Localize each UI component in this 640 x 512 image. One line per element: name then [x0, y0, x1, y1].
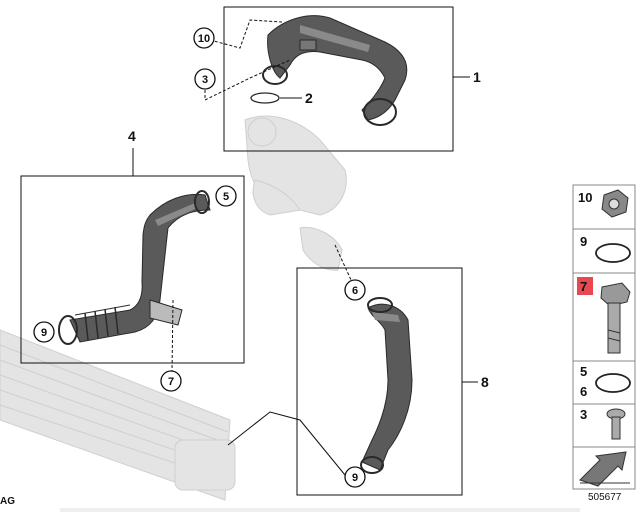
intercooler-ghost [0, 329, 236, 501]
nut-icon [601, 189, 629, 218]
turbo-ghost [244, 115, 347, 271]
callout-5-text: 5 [223, 191, 229, 203]
box-hose-upper [223, 6, 454, 152]
legend-label-9: 9 [580, 234, 587, 249]
callout-9-left-text: 9 [41, 327, 47, 339]
hose-left-illustration [58, 190, 211, 345]
legend-label-6: 6 [580, 384, 587, 399]
callout-6 [344, 279, 366, 301]
legend-label-3: 3 [580, 407, 587, 422]
o-ring-icon [595, 243, 631, 263]
legend-label-5: 5 [580, 364, 587, 379]
callout-10-text: 10 [198, 33, 210, 45]
diagram-id: 505677 [588, 492, 622, 503]
seal-ring-2 [250, 92, 280, 104]
legend-column: 10 9 7 5 6 3 [572, 184, 636, 490]
label-8: 8 [481, 374, 489, 390]
callout-10 [193, 27, 215, 49]
callout-7 [160, 370, 182, 392]
bottom-strip [60, 508, 580, 512]
legend-label-10: 10 [578, 190, 592, 205]
callout-3 [194, 68, 216, 90]
callout-9-right-text: 9 [352, 472, 358, 484]
hose-upper-illustration [262, 15, 408, 126]
callout-7-text: 7 [168, 376, 174, 388]
corner-text: AG [0, 496, 15, 507]
legend-highlight-7 [577, 277, 593, 295]
callout-9-right [344, 466, 366, 488]
label-4: 4 [128, 128, 136, 144]
arrow-icon [579, 451, 630, 487]
legend-cell-9[interactable] [572, 228, 636, 274]
label-1: 1 [473, 69, 481, 85]
hose-right-illustration [360, 297, 413, 474]
seal-ring-icon [595, 373, 631, 393]
callout-6-text: 6 [352, 285, 358, 297]
label-2: 2 [305, 90, 313, 106]
callout-9-left [33, 321, 55, 343]
callout-3-text: 3 [202, 74, 208, 86]
screw-icon [606, 408, 626, 440]
bolt-icon [600, 282, 631, 354]
legend-cell-5-6[interactable] [572, 360, 636, 405]
legend-label-7: 7 [580, 279, 587, 294]
callout-5 [215, 185, 237, 207]
box-assembly-left [20, 175, 245, 364]
legend-cell-3[interactable] [572, 403, 636, 448]
